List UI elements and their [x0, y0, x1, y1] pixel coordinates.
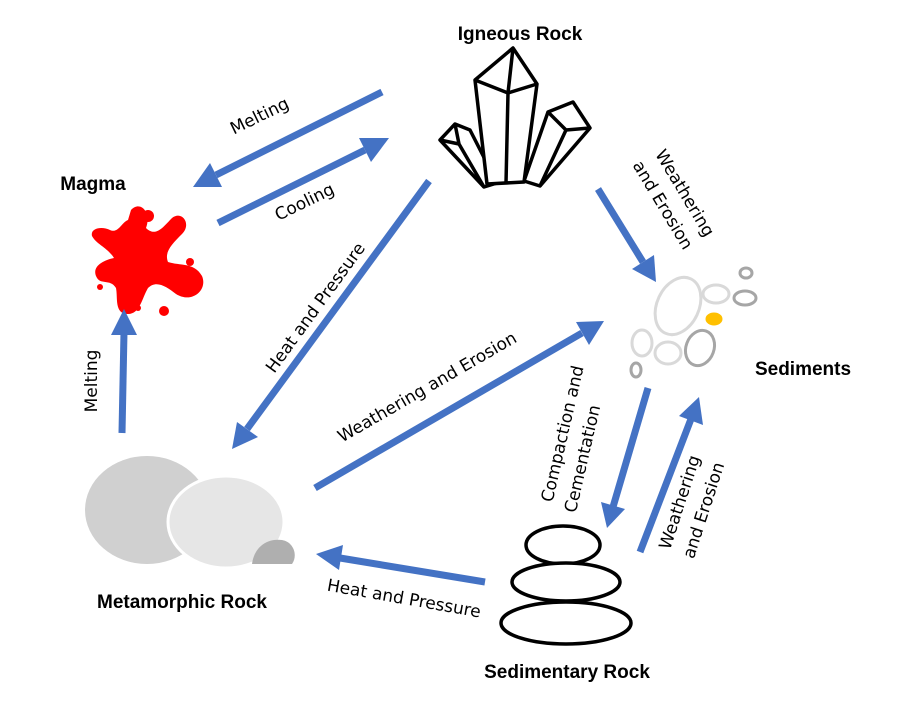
arrow-igneous-to-sediments	[595, 187, 656, 282]
metamorphic-rock-label: Metamorphic Rock	[97, 592, 267, 613]
melting-label-left: Melting	[82, 350, 102, 413]
arrow-sedimentary-to-metamorphic	[316, 545, 486, 586]
igneous-rock-label: Igneous Rock	[458, 24, 583, 45]
sedimentary-rock-stones-icon	[499, 524, 633, 646]
arrow-sediments-to-sedimentary	[601, 387, 652, 528]
sediments-label: Sediments	[755, 359, 851, 380]
sedimentary-rock-label: Sedimentary Rock	[484, 662, 650, 683]
magma-splash-icon	[91, 206, 204, 316]
heat-and-pressure-label-igneous: Heat and Pressure	[262, 239, 370, 377]
cooling-label: Cooling	[272, 180, 338, 226]
arrow-sedimentary-to-sediments	[636, 397, 703, 554]
sediments-pebbles-icon	[629, 266, 758, 379]
arrow-igneous-to-metamorphic	[232, 178, 432, 449]
magma-label: Magma	[60, 174, 126, 195]
arrow-magma-to-igneous	[216, 138, 389, 227]
heat-and-pressure-label-sedimentary: Heat and Pressure	[325, 576, 482, 623]
melting-label-top: Melting	[227, 94, 292, 140]
metamorphic-rock-boulders-icon	[85, 456, 295, 570]
arrow-metamorphic-to-sediments	[313, 321, 604, 492]
arrow-igneous-to-magma	[193, 88, 384, 187]
arrow-metamorphic-to-magma	[111, 309, 137, 434]
igneous-rock-crystal-icon	[438, 46, 592, 189]
